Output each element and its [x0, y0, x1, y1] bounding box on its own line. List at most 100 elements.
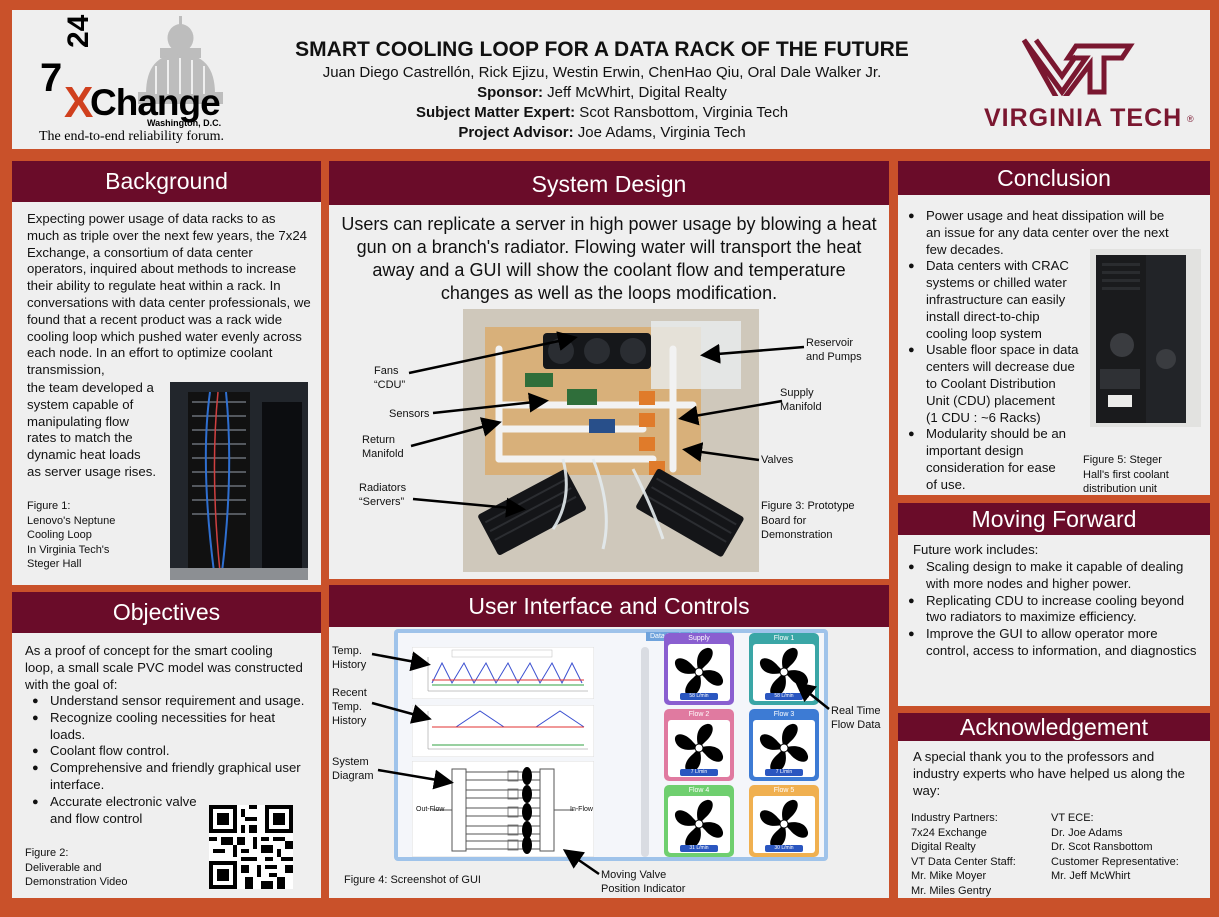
objectives-list: Understand sensor requirement and usage.…	[28, 693, 311, 827]
ack-left-column: Industry Partners: 7x24 Exchange Digital…	[911, 811, 1016, 898]
caption-line: Figure 2:	[25, 847, 69, 859]
flow-name: Flow 2	[688, 711, 710, 718]
poster-title: SMART COOLING LOOP FOR A DATA RACK OF TH…	[295, 38, 909, 61]
caption-line: Steger Hall	[27, 558, 82, 570]
label-line: “CDU”	[374, 379, 406, 391]
flow-tile: Flow 5 30 L/min	[749, 785, 819, 857]
flow-tile: Flow 3 7 L/min	[749, 709, 819, 781]
label-fans: Fans “CDU”	[374, 364, 405, 392]
label-recent-temp: Recent Temp. History	[332, 686, 367, 728]
label-line: Fans	[374, 365, 399, 377]
fan-icon	[759, 799, 809, 849]
ack-line: Digital Realty	[911, 841, 976, 853]
acknowledgement-intro: A special thank you to the professors an…	[913, 749, 1185, 798]
flow-value: 31 L/min	[680, 845, 718, 852]
caption-line: distribution unit	[1083, 483, 1157, 495]
flow-value: 7 L/min	[765, 769, 803, 776]
figure2-caption: Figure 2: Deliverable and Demonstration …	[25, 846, 128, 890]
label-line: System	[332, 756, 369, 768]
item-line: Usable floor space in data	[926, 342, 1079, 358]
item-line: few decades.	[926, 241, 1004, 257]
fan-icon	[759, 723, 809, 773]
user-interface-panel: User Interface and Controls Data Rack Of…	[329, 585, 889, 898]
objective-item: Comprehensive and friendly graphical use…	[28, 760, 311, 794]
future-item: Scaling design to make it capable of dea…	[904, 559, 1200, 593]
label-line: Radiators	[359, 482, 407, 494]
system-design-heading: System Design	[329, 161, 889, 205]
background-panel: Background Expecting power usage of data…	[12, 161, 321, 585]
ack-line: Industry Partners:	[911, 812, 998, 824]
sme: Scot Ransbottom, Virginia Tech	[575, 104, 789, 121]
fan-icon	[759, 647, 809, 697]
ack-line: Mr. Jeff McWhirt	[1051, 870, 1131, 882]
gui-screenshot: Data Rack Of The Future	[394, 629, 828, 861]
flow-value: 30 L/min	[765, 845, 803, 852]
item-line: important design	[926, 443, 1024, 459]
moving-forward-panel: Moving Forward Future work includes: Sca…	[898, 503, 1210, 706]
conclusion-item: Data centers with CRAC systems or chille…	[904, 258, 1206, 342]
conclusion-item: Modularity should be an important design…	[904, 426, 1206, 493]
label-line: Manifold	[780, 401, 822, 413]
sponsor-line: Sponsor: Jeff McWhirt, Digital Realty	[242, 83, 962, 103]
label-system-diagram: System Diagram	[332, 755, 374, 783]
title-block: SMART COOLING LOOP FOR A DATA RACK OF TH…	[242, 37, 962, 143]
moving-forward-intro: Future work includes:	[913, 542, 1039, 557]
logo-tagline: The end-to-end reliability forum.	[39, 129, 225, 144]
acknowledgement-heading: Acknowledgement	[898, 713, 1210, 741]
flow-name: Flow 5	[773, 787, 795, 794]
side-line: manipulating flow	[27, 413, 129, 429]
item-line: (1 CDU : ~6 Racks)	[926, 409, 1041, 425]
caption-line: Figure 5: Steger	[1083, 454, 1162, 466]
label-line: Flow Data	[831, 719, 881, 731]
side-line: dynamic heat loads	[27, 447, 141, 463]
label-supply-manifold: Supply Manifold	[780, 386, 822, 414]
label-realtime-flow: Real Time Flow Data	[831, 704, 881, 732]
qr-code-icon[interactable]	[209, 805, 293, 889]
side-line: the team developed a	[27, 380, 154, 395]
system-design-panel: System Design Users can replicate a serv…	[329, 161, 889, 579]
prototype-board-image-icon	[463, 309, 759, 572]
ack-line: Dr. Joe Adams	[1051, 826, 1123, 839]
flow-value: 58 L/min	[765, 693, 803, 700]
system-design-intro: Users can replicate a server in high pow…	[341, 214, 877, 303]
label-line: Temp.	[332, 701, 362, 713]
authors: Juan Diego Castrellón, Rick Ejizu, Westi…	[322, 64, 882, 81]
advisor-line: Project Advisor: Joe Adams, Virginia Tec…	[242, 123, 962, 143]
steger-cdu-photo	[1090, 249, 1201, 427]
item-line: Unit (CDU) placement	[926, 392, 1055, 408]
gui-scrollbar[interactable]	[641, 647, 649, 857]
fan-icon	[674, 799, 724, 849]
label-reservoir: Reservoir and Pumps	[806, 336, 862, 364]
label-line: Reservoir	[806, 337, 854, 349]
objective-item: Understand sensor requirement and usage.	[28, 693, 311, 710]
label-line: Manifold	[362, 448, 404, 460]
future-item: Replicating CDU to increase cooling beyo…	[904, 593, 1200, 627]
flow-name: Flow 4	[688, 787, 710, 794]
temp-history-chart	[412, 647, 594, 699]
moving-forward-list: Scaling design to make it capable of dea…	[904, 559, 1200, 660]
server-rack-image-icon	[170, 382, 308, 580]
item-line: centers will decrease due	[926, 359, 1075, 375]
virginia-tech-logo: VIRGINIA TECH ®	[980, 36, 1200, 136]
label-line: Diagram	[332, 770, 374, 782]
cdu-cabinet-image-icon	[1090, 249, 1201, 427]
figure3-caption: Figure 3: Prototype Board for Demonstrat…	[761, 499, 855, 543]
ack-line: VT Data Center Staff:	[911, 855, 1016, 868]
moving-forward-heading: Moving Forward	[898, 503, 1210, 535]
item-line: of use.	[926, 476, 966, 492]
logo-24: 24	[62, 14, 95, 48]
flow-name: Flow 3	[773, 711, 795, 718]
label-line: Supply	[780, 387, 814, 399]
objective-item: Coolant flow control.	[28, 743, 311, 760]
caption-line: Lenovo's Neptune	[27, 514, 116, 527]
label-line: History	[332, 659, 367, 671]
ack-line: 7x24 Exchange	[911, 826, 987, 839]
label-line: Moving Valve	[601, 869, 667, 881]
advisor: Joe Adams, Virginia Tech	[573, 124, 746, 141]
label-line: Temp.	[332, 645, 362, 657]
conclusion-item: Power usage and heat dissipation will be…	[904, 208, 1206, 258]
flow-name: Flow 1	[773, 635, 795, 642]
sme-line: Subject Matter Expert: Scot Ransbottom, …	[242, 103, 962, 123]
objectives-heading: Objectives	[12, 592, 321, 633]
